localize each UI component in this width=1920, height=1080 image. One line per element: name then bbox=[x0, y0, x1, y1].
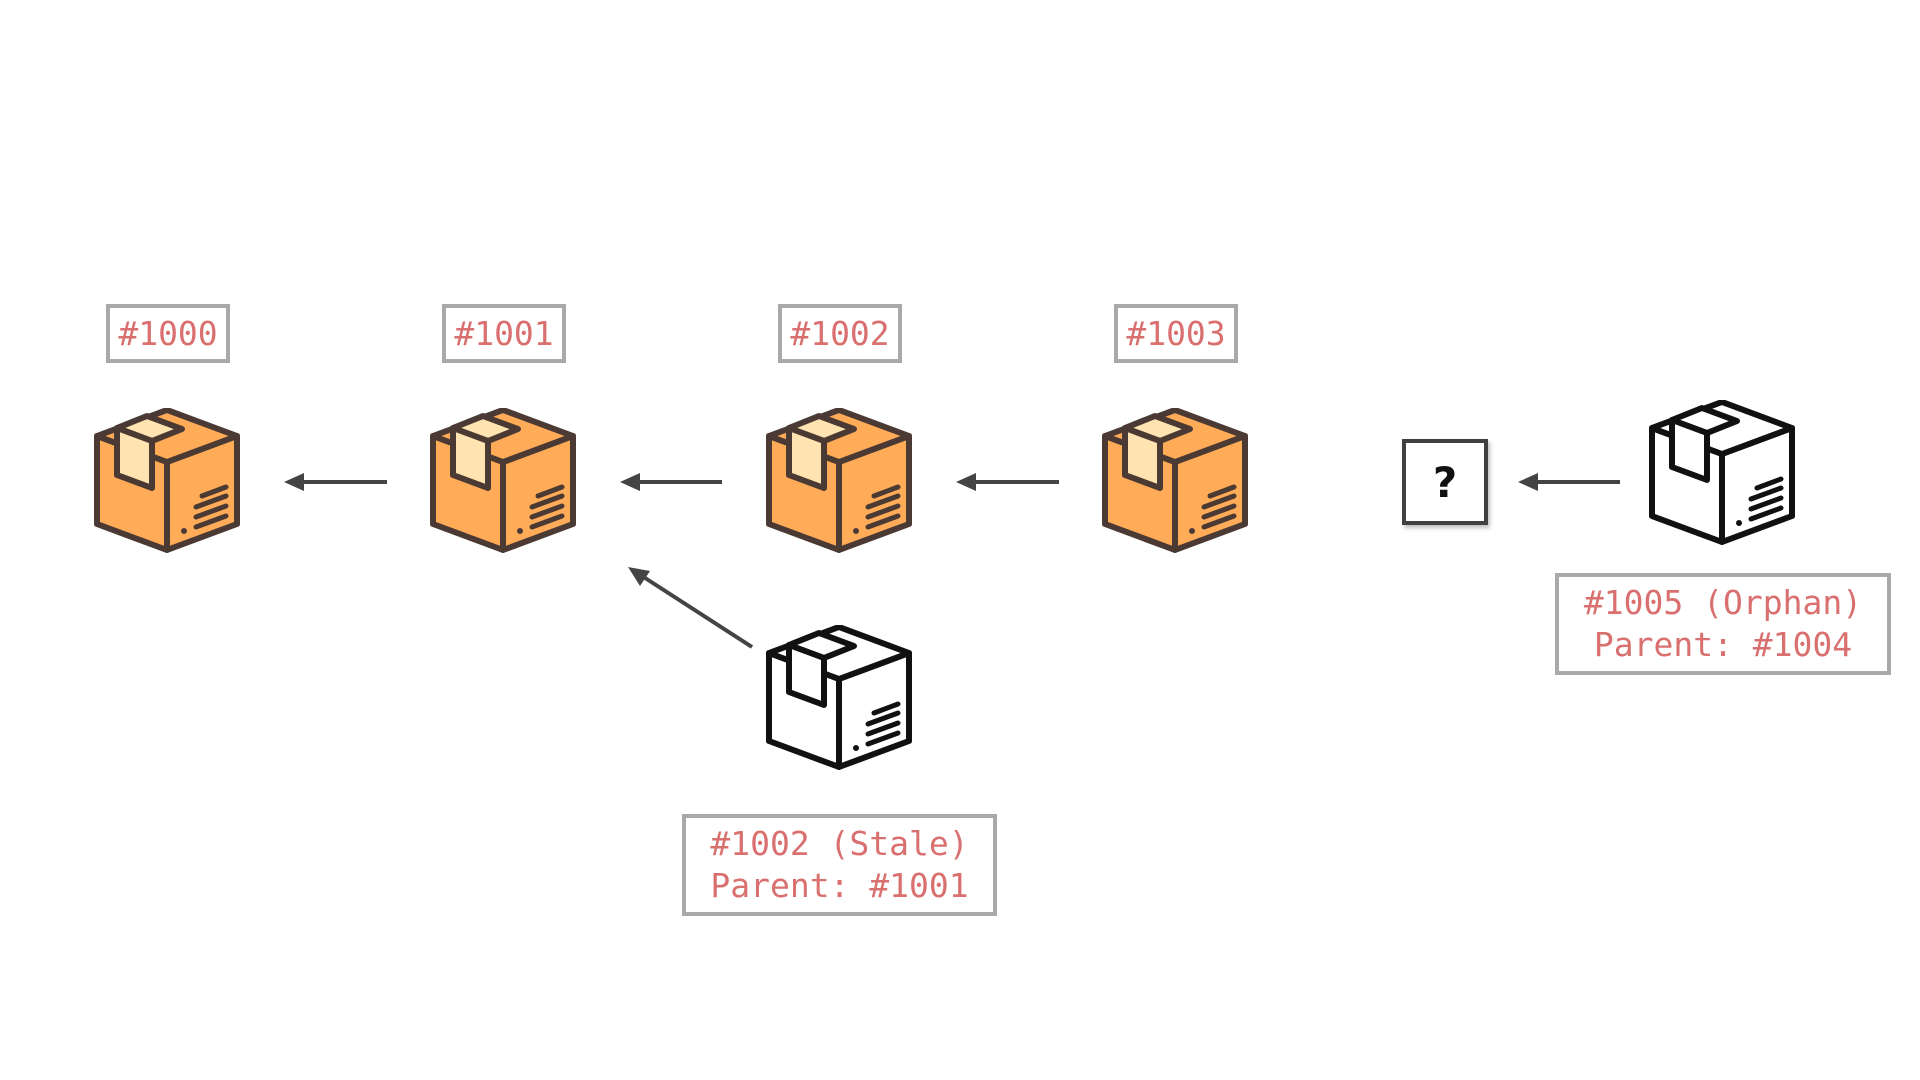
arrow-1002-to-1001 bbox=[620, 473, 722, 491]
orphan-block-box-icon bbox=[1647, 400, 1797, 546]
orphan-block-label: #1005 (Orphan) Parent: #1004 bbox=[1555, 573, 1891, 675]
block-label-1000: #1000 bbox=[106, 304, 230, 363]
orphan-block-title: #1005 (Orphan) bbox=[1583, 583, 1863, 622]
stale-block-title: #1002 (Stale) bbox=[710, 824, 969, 863]
unknown-parent-box: ? bbox=[1402, 439, 1488, 525]
stale-block-parent: Parent: #1001 bbox=[710, 866, 969, 905]
arrow-orphan-to-unknown bbox=[1518, 473, 1620, 491]
block-1000-box-icon bbox=[92, 408, 242, 554]
arrow-1003-to-1002 bbox=[956, 473, 1059, 491]
arrow-1001-to-1000 bbox=[284, 473, 387, 491]
block-1002-box-icon bbox=[764, 408, 914, 554]
block-1001-box-icon bbox=[428, 408, 578, 554]
block-label-1002: #1002 bbox=[778, 304, 902, 363]
arrow-stale-to-1001 bbox=[628, 567, 754, 649]
block-label-1001: #1001 bbox=[442, 304, 566, 363]
block-1003-box-icon bbox=[1100, 408, 1250, 554]
question-mark-icon: ? bbox=[1432, 457, 1458, 507]
stale-block-label: #1002 (Stale) Parent: #1001 bbox=[682, 814, 997, 916]
stale-block-box-icon bbox=[764, 625, 914, 771]
orphan-block-parent: Parent: #1004 bbox=[1593, 625, 1853, 664]
block-label-1003: #1003 bbox=[1114, 304, 1238, 363]
